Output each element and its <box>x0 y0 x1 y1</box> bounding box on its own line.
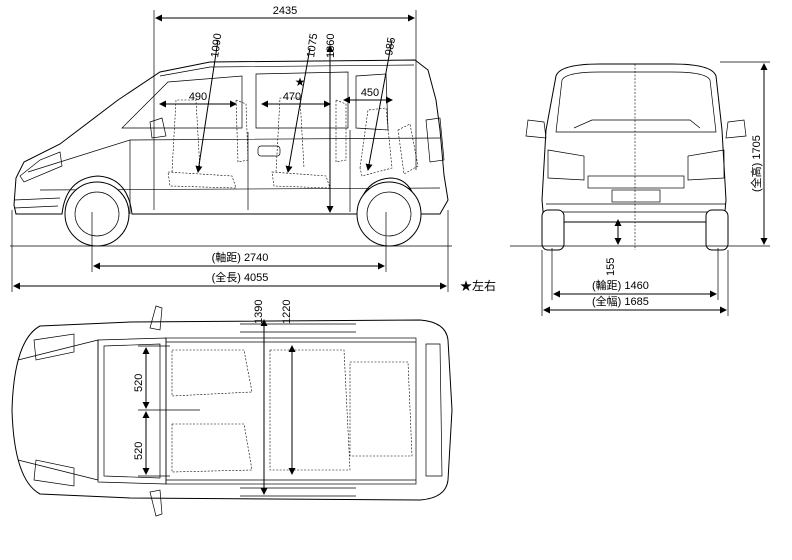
front-wheel <box>64 181 130 247</box>
top-left-mirror <box>149 305 163 331</box>
top-seat-front-left <box>171 349 253 397</box>
door-handle <box>257 145 281 157</box>
width-label: (全幅) 1685 <box>592 294 649 308</box>
seat-width-label-2: 520 <box>133 442 145 460</box>
star-marker-icon: ★ <box>295 75 306 89</box>
wheelbase-label: (軸距) 2740 <box>212 250 269 264</box>
right-mirror <box>725 119 747 139</box>
front-window <box>121 75 243 129</box>
side-body-outline <box>13 59 449 215</box>
seat-height-label-1: 1090 <box>209 33 224 59</box>
middle-seat-outline <box>271 97 331 189</box>
license-plate <box>611 189 661 203</box>
clearance-label: 155 <box>605 258 617 276</box>
seat-width-label-1: 520 <box>133 374 145 392</box>
top-view: 1390 1220 520 520 <box>11 300 453 517</box>
front-seat-outline <box>167 99 237 189</box>
track-label: (輪距) 1460 <box>592 278 649 292</box>
left-mirror <box>525 119 547 139</box>
seat-height-line-4 <box>365 39 393 171</box>
left-headlight <box>547 149 585 181</box>
rear-hatch <box>425 343 443 477</box>
rear-window <box>355 73 389 131</box>
seat-height-line-1 <box>195 39 219 173</box>
middle-window <box>255 71 349 129</box>
grille <box>587 175 685 189</box>
height-label: (全高) 1705 <box>749 135 763 192</box>
headlight <box>19 151 63 183</box>
depth-label-2: 470 <box>283 91 301 103</box>
windshield <box>555 71 717 133</box>
seat-height-label-2: 1075 <box>305 33 320 59</box>
interior-length-label: 2435 <box>273 5 297 17</box>
top-right-mirror <box>149 489 163 517</box>
side-view: 2435 1090 1075 1360 985 ★ 490 470 450 (軸… <box>10 5 496 293</box>
front-view: (全高) 1705 155 (輪距) 1460 (全幅) 1685 <box>510 61 770 316</box>
right-headlight <box>687 149 725 181</box>
top-windshield <box>97 337 167 485</box>
top-body-outline <box>11 319 453 501</box>
depth-label-1: 490 <box>189 91 207 103</box>
seat-height-line-2 <box>285 47 311 173</box>
both-sides-note: ★左右 <box>460 278 496 293</box>
depth-label-3: 450 <box>361 87 379 99</box>
room-label-2: 1220 <box>281 300 293 324</box>
top-seat-front-right <box>171 423 253 473</box>
rear-wheel <box>356 181 422 247</box>
room-label-1: 1390 <box>253 300 265 324</box>
right-tire <box>705 209 729 251</box>
length-label: (全長) 4055 <box>212 270 269 284</box>
top-seat-middle <box>269 349 351 471</box>
seat-height-label-3: 1360 <box>325 34 337 58</box>
roof-panel <box>165 337 417 485</box>
top-seat-rear <box>349 361 413 457</box>
seat-height-label-4: 985 <box>383 36 398 56</box>
left-tire <box>541 209 565 251</box>
rear-seat-outline <box>359 107 393 177</box>
side-mirror <box>149 117 167 139</box>
front-body-outline <box>541 63 727 223</box>
tail-light <box>425 117 445 163</box>
